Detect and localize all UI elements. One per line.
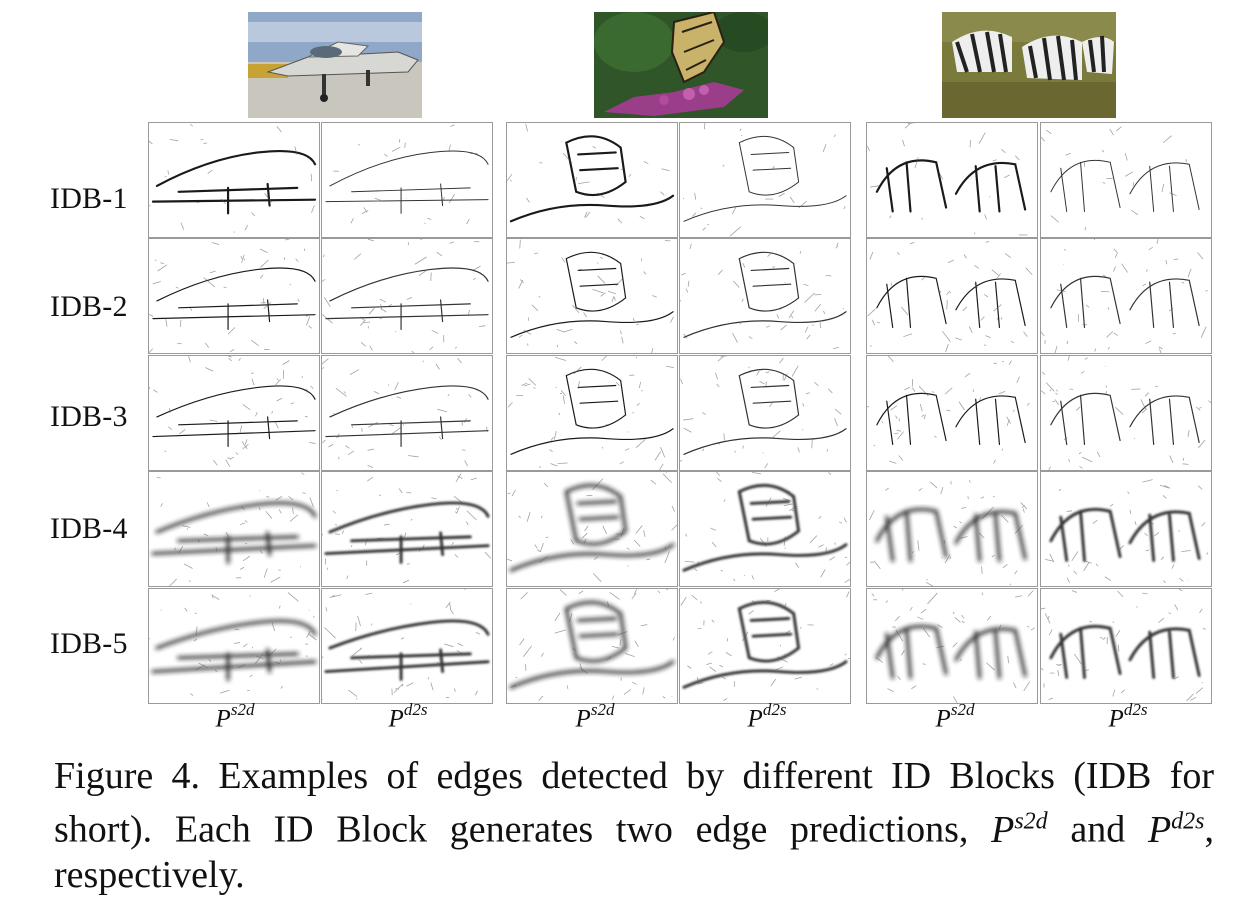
edge-map-jet-idb-1-s2d [148,122,320,238]
col-label-butterfly-d2s: Pd2s [747,700,787,733]
edge-map-butterfly-idb-2-s2d [506,238,678,354]
edge-map-jet-idb-5-d2s [321,588,493,704]
edge-map-jet-idb-2-d2s [321,238,493,354]
figure-caption: Figure 4. Examples of edges detected by … [54,755,1214,896]
edge-map-zebras-idb-4-d2s [1040,471,1212,587]
edge-map-jet-idb-1-d2s [321,122,493,238]
edge-map-zebras-idb-2-d2s [1040,238,1212,354]
edge-map-zebras-idb-4-s2d [866,471,1038,587]
col-label-zebras-d2s: Pd2s [1108,700,1148,733]
edge-map-jet-idb-2-s2d [148,238,320,354]
edge-map-zebras-idb-1-s2d [866,122,1038,238]
col-label-zebras-s2d: Ps2d [935,700,975,733]
edge-map-zebras-idb-5-s2d [866,588,1038,704]
edge-map-butterfly-idb-5-d2s [679,588,851,704]
edge-map-zebras-idb-2-s2d [866,238,1038,354]
edge-map-butterfly-idb-4-d2s [679,471,851,587]
row-label-idb-1: IDB-1 [50,182,128,215]
butterfly-photo [594,12,768,118]
col-label-jet-s2d: Ps2d [215,700,255,733]
col-label-jet-d2s: Pd2s [388,700,428,733]
row-label-idb-2: IDB-2 [50,290,128,323]
edge-map-butterfly-idb-5-s2d [506,588,678,704]
edge-map-jet-idb-3-s2d [148,355,320,471]
edge-map-jet-idb-5-s2d [148,588,320,704]
edge-map-butterfly-idb-3-d2s [679,355,851,471]
jet-photo [248,12,422,118]
edge-map-butterfly-idb-1-s2d [506,122,678,238]
edge-map-butterfly-idb-1-d2s [679,122,851,238]
edge-map-jet-idb-4-s2d [148,471,320,587]
row-label-idb-4: IDB-4 [50,512,128,545]
col-label-butterfly-s2d: Ps2d [575,700,615,733]
row-label-idb-3: IDB-3 [50,400,128,433]
edge-map-butterfly-idb-3-s2d [506,355,678,471]
edge-map-butterfly-idb-2-d2s [679,238,851,354]
edge-map-zebras-idb-3-d2s [1040,355,1212,471]
edge-map-jet-idb-4-d2s [321,471,493,587]
row-label-idb-5: IDB-5 [50,627,128,660]
edge-map-zebras-idb-5-d2s [1040,588,1212,704]
edge-map-zebras-idb-1-d2s [1040,122,1212,238]
edge-map-zebras-idb-3-s2d [866,355,1038,471]
zebras-photo [942,12,1116,118]
edge-map-butterfly-idb-4-s2d [506,471,678,587]
edge-map-jet-idb-3-d2s [321,355,493,471]
